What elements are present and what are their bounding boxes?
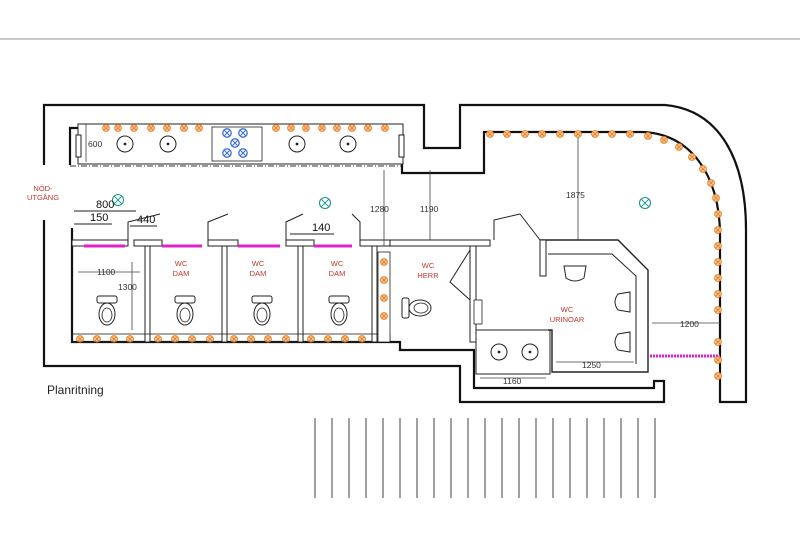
sink-icon	[159, 135, 177, 153]
urinoar-room-wall	[540, 239, 649, 373]
dim-600: 600	[88, 139, 102, 149]
dim-1200: 1200	[680, 319, 699, 329]
floor-light-icon	[222, 128, 232, 138]
sink-room	[475, 329, 551, 375]
bottom-stripes	[314, 418, 656, 498]
wc-dam-2-label-2: DAM	[250, 269, 267, 278]
dim-800: 800	[96, 199, 114, 211]
floor-light-icon	[222, 148, 232, 158]
mirror-right	[398, 134, 405, 158]
toilet-icon	[401, 297, 432, 319]
wc-dam-1-label: WC	[175, 259, 188, 268]
door-icon	[493, 213, 521, 240]
wc-herr-label: WC	[422, 261, 435, 270]
toilet-icon	[96, 295, 118, 326]
wc-herr-label-2: HERR	[417, 271, 439, 280]
urinoar-post	[539, 239, 547, 277]
dim-1280: 1280	[370, 204, 389, 214]
floor-light-icon	[238, 128, 248, 138]
toilet-icon	[174, 295, 196, 326]
urinal-icon	[614, 331, 631, 353]
dim-150: 150	[90, 212, 108, 224]
floor-light-icon	[238, 148, 248, 158]
dim-1100: 1100	[97, 267, 116, 277]
partition-lights	[377, 251, 391, 343]
herr-partition	[469, 245, 477, 343]
herr-side-rail	[473, 299, 483, 325]
sink-icon	[490, 343, 508, 361]
stall-front-wall	[71, 239, 391, 247]
dim-1300: 1300	[118, 282, 137, 292]
dim-1875: 1875	[566, 190, 585, 200]
door-icon	[127, 213, 361, 240]
dim-1190: 1190	[420, 204, 439, 214]
wc-dam-3-label: WC	[331, 259, 344, 268]
toilet-icon	[328, 295, 350, 326]
dim-140: 140	[312, 222, 330, 234]
wc-dam-3-label-2: DAM	[329, 269, 346, 278]
floor-light-icon	[230, 138, 240, 148]
wc-dam-1-label-2: DAM	[173, 269, 190, 278]
emergency-exit-label-2: UTGÅNG	[27, 193, 59, 202]
urinal-icon	[614, 291, 631, 313]
toilet-icon	[251, 295, 273, 326]
ceiling-light-icon	[638, 196, 652, 210]
ceiling-light-icon	[318, 196, 332, 210]
door-icon	[449, 249, 471, 301]
dim-440: 440	[137, 214, 155, 226]
wc-dam-2-label: WC	[252, 259, 265, 268]
wc-urinoar-label-2: URINOAR	[550, 315, 585, 324]
wc-urinoar-label: WC	[561, 305, 574, 314]
sink-icon	[521, 343, 539, 361]
sink-icon	[116, 135, 134, 153]
door-icon	[519, 213, 541, 241]
wc-herr-front-wall	[389, 239, 491, 247]
urinal-icon	[563, 265, 587, 282]
mirror-left	[75, 134, 82, 158]
urinoar-room-inner	[548, 253, 637, 364]
plan-title: Planritning	[47, 383, 104, 397]
dim-1250: 1250	[582, 360, 601, 370]
sink-icon	[288, 135, 306, 153]
dim-1160: 1160	[503, 376, 522, 386]
sink-icon	[339, 135, 357, 153]
emergency-exit-label: NÖD-	[33, 184, 53, 193]
south-wall	[42, 220, 666, 404]
